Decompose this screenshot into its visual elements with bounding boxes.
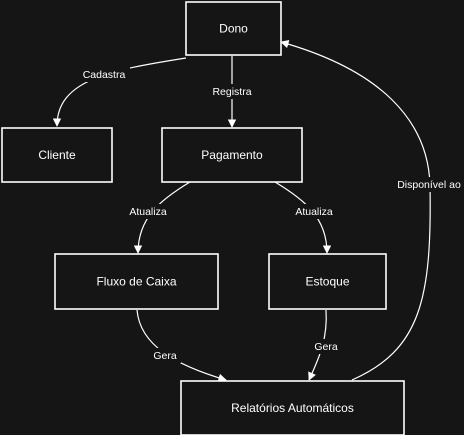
node-estoque-label: Estoque [305,275,349,289]
node-pagamento-label: Pagamento [201,148,263,162]
edge-label-gera-fluxo: Gera [149,348,181,363]
node-fluxo-caixa-label: Fluxo de Caixa [96,275,176,289]
edge-label-registra: Registra [208,84,256,99]
edge-label-atualiza-estoque: Atualiza [291,204,337,219]
edge-label-cadastra-text: Cadastra [83,69,126,81]
node-relatorios[interactable]: Relatórios Automáticos [180,380,405,435]
node-dono[interactable]: Dono [185,1,282,56]
edge-label-atualiza-fluxo: Atualiza [125,204,171,219]
node-dono-label: Dono [219,22,248,36]
edge-label-disponivel-text: Disponível ao [397,179,461,191]
edge-label-gera-fluxo-text: Gera [153,350,177,362]
edge-label-disponivel: Disponível ao [394,177,464,192]
node-fluxo-caixa[interactable]: Fluxo de Caixa [54,253,219,310]
node-pagamento[interactable]: Pagamento [161,127,303,183]
node-cliente[interactable]: Cliente [1,127,113,183]
edge-label-registra-text: Registra [212,86,251,98]
edge-label-gera-estoque: Gera [310,339,342,354]
edge-fluxo-relatorios [136,309,227,382]
edge-label-atualiza-estoque-text: Atualiza [295,206,333,218]
node-relatorios-label: Relatórios Automáticos [231,401,354,415]
edge-label-cadastra: Cadastra [78,67,130,82]
node-cliente-label: Cliente [38,148,76,162]
node-estoque[interactable]: Estoque [268,253,387,310]
edge-label-gera-estoque-text: Gera [314,341,338,353]
edge-label-atualiza-fluxo-text: Atualiza [129,206,167,218]
